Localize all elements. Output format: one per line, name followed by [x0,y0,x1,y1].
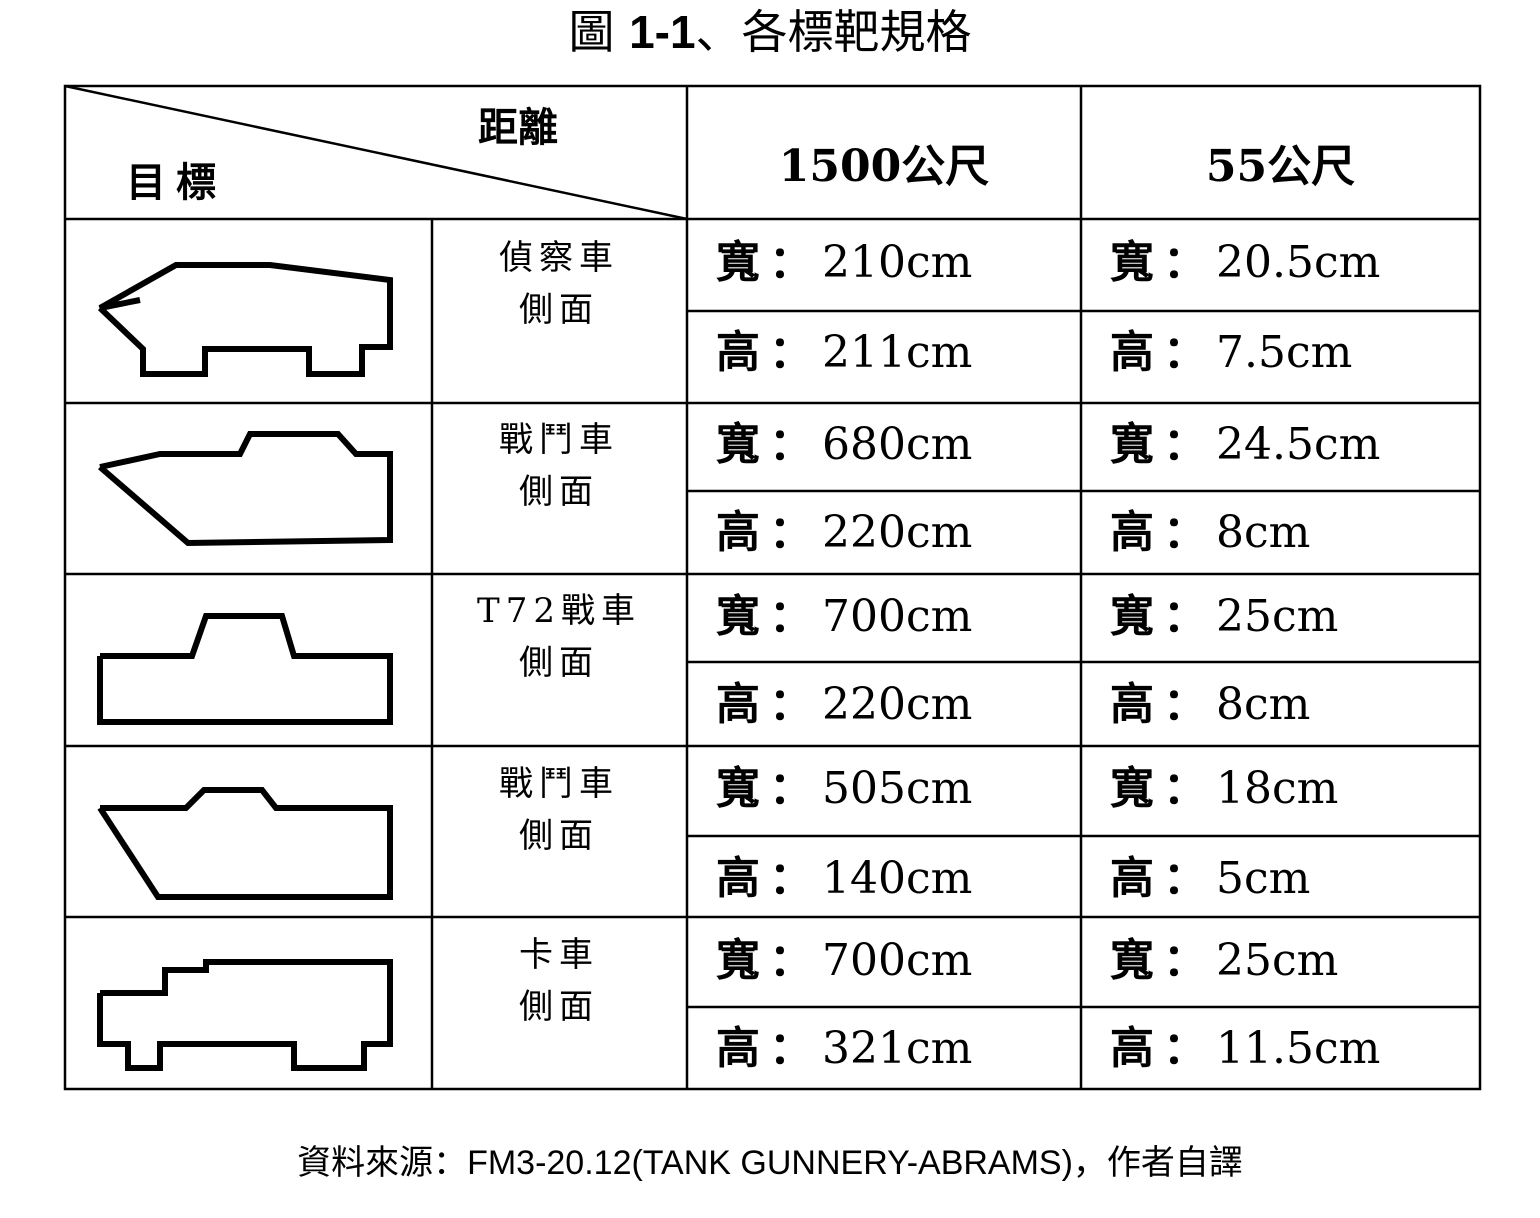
corner-target-label: 目標 [126,159,226,206]
width-1500-recon: 寬：210cm [716,237,973,288]
t72-tank-silhouette [97,613,393,725]
width-55-fighting-vehicle-2: 寬：18cm [1110,763,1339,814]
col-header-1500m: 1500公尺 [778,141,990,192]
height-1500-recon: 高：211cm [716,327,973,378]
target-name-fighting-vehicle-2: 戰鬥車側面 [499,764,619,856]
figure-number: 1-1 [629,6,696,58]
width-1500-t72: 寬：700cm [716,591,973,642]
truck-silhouette [97,959,393,1071]
height-1500-truck: 高：321cm [716,1023,973,1074]
height-55-fighting-vehicle: 高：8cm [1110,507,1311,558]
target-name-fighting-vehicle: 戰鬥車側面 [499,420,619,512]
width-1500-fighting-vehicle-2: 寬：505cm [716,763,973,814]
width-55-fighting-vehicle: 寬：24.5cm [1110,419,1381,470]
source-prefix: 資料來源： [297,1143,468,1183]
target-name-recon: 偵察車側面 [499,238,619,330]
width-55-t72: 寬：25cm [1110,591,1339,642]
source-suffix: ，作者自譯 [1072,1143,1243,1183]
figure-title: 圖 1-1、各標靶規格 [0,4,1540,60]
height-55-truck: 高：11.5cm [1110,1023,1381,1074]
fighting-vehicle-2-silhouette [97,787,393,900]
height-55-t72: 高：8cm [1110,679,1311,730]
width-1500-truck: 寬：700cm [716,935,973,986]
source-note: 資料來源：FM3-20.12(TANK GUNNERY-ABRAMS)，作者自譯 [0,1140,1540,1186]
source-reference: FM3-20.12(TANK GUNNERY-ABRAMS) [467,1144,1073,1182]
figure-title-text: 、各標靶規格 [695,5,972,59]
width-55-recon: 寬：20.5cm [1110,237,1381,288]
height-1500-fighting-vehicle-2: 高：140cm [716,853,973,904]
recon-vehicle-silhouette [97,262,393,377]
height-55-fighting-vehicle-2: 高：5cm [1110,853,1311,904]
height-1500-t72: 高：220cm [716,679,973,730]
width-1500-fighting-vehicle: 寬：680cm [716,419,973,470]
figure-title-prefix: 圖 [568,5,630,59]
target-name-t72: T72戰車側面 [477,591,641,683]
width-55-truck: 寬：25cm [1110,935,1339,986]
height-1500-fighting-vehicle: 高：220cm [716,507,973,558]
corner-distance-label: 距離 [478,104,558,151]
height-55-recon: 高：7.5cm [1110,327,1353,378]
target-name-truck: 卡車側面 [519,935,599,1027]
col-header-55m: 55公尺 [1205,141,1356,192]
fighting-vehicle-silhouette [98,431,393,547]
